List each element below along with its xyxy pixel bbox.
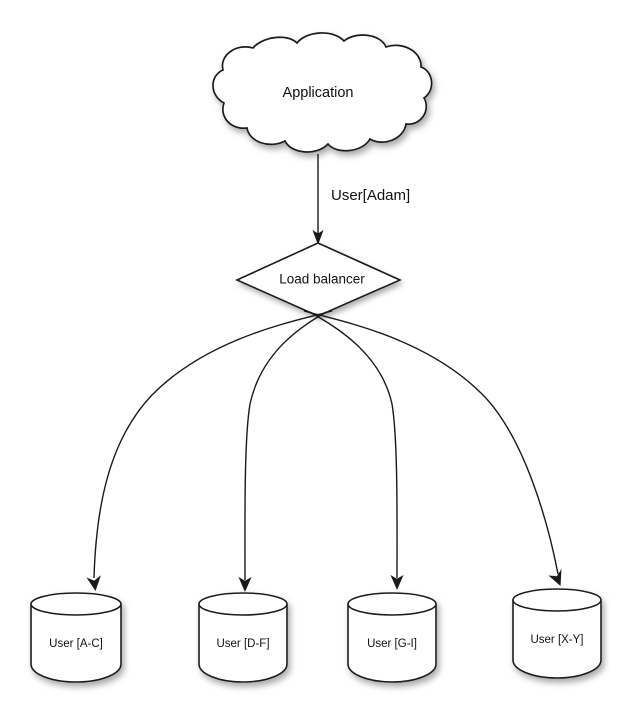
node-load-balancer[interactable]: Load balancer [235,242,402,317]
node-database-3[interactable]: User [G-I] [347,592,437,683]
node-database-4[interactable]: User [X-Y] [512,588,602,679]
database-label: User [G-I] [367,638,417,650]
node-database-2[interactable]: User [D-F] [198,592,288,683]
node-application[interactable]: Application [212,32,433,153]
cylinder-body [347,604,437,683]
edge-balancer-to-db-3 [309,311,404,590]
cylinder-top [512,588,602,612]
cylinder-top [198,592,288,616]
cylinder-top [347,592,437,616]
edge-balancer-to-db-2 [238,311,327,592]
cylinder-body [198,604,288,683]
edge-balancer-to-db-1 [86,310,333,591]
cylinder-top [30,592,122,616]
cylinder-body [512,600,602,679]
arrowhead-icon [238,577,252,592]
edge-balancer-to-db-4 [303,310,562,586]
edge-label-user-adam: User[Adam] [331,187,410,204]
cylinder-body [30,604,122,683]
node-database-1[interactable]: User [A-C] [30,592,122,683]
load-balancer-label: Load balancer [279,272,365,287]
database-label: User [D-F] [216,638,269,650]
database-label: User [X-Y] [530,634,583,646]
edge-curve [303,310,559,575]
edge-curve [309,311,398,579]
edge-curve [93,310,333,579]
arrowhead-icon [312,230,324,245]
edge-curve [244,311,327,581]
arrowhead-icon [390,575,404,590]
edge-application-to-balancer: User[Adam] [312,154,410,245]
database-label: User [A-C] [49,638,103,650]
cloud-shape [212,32,433,153]
arrowhead-icon [548,569,562,586]
arrowhead-icon [86,575,101,591]
application-label: Application [283,85,354,101]
